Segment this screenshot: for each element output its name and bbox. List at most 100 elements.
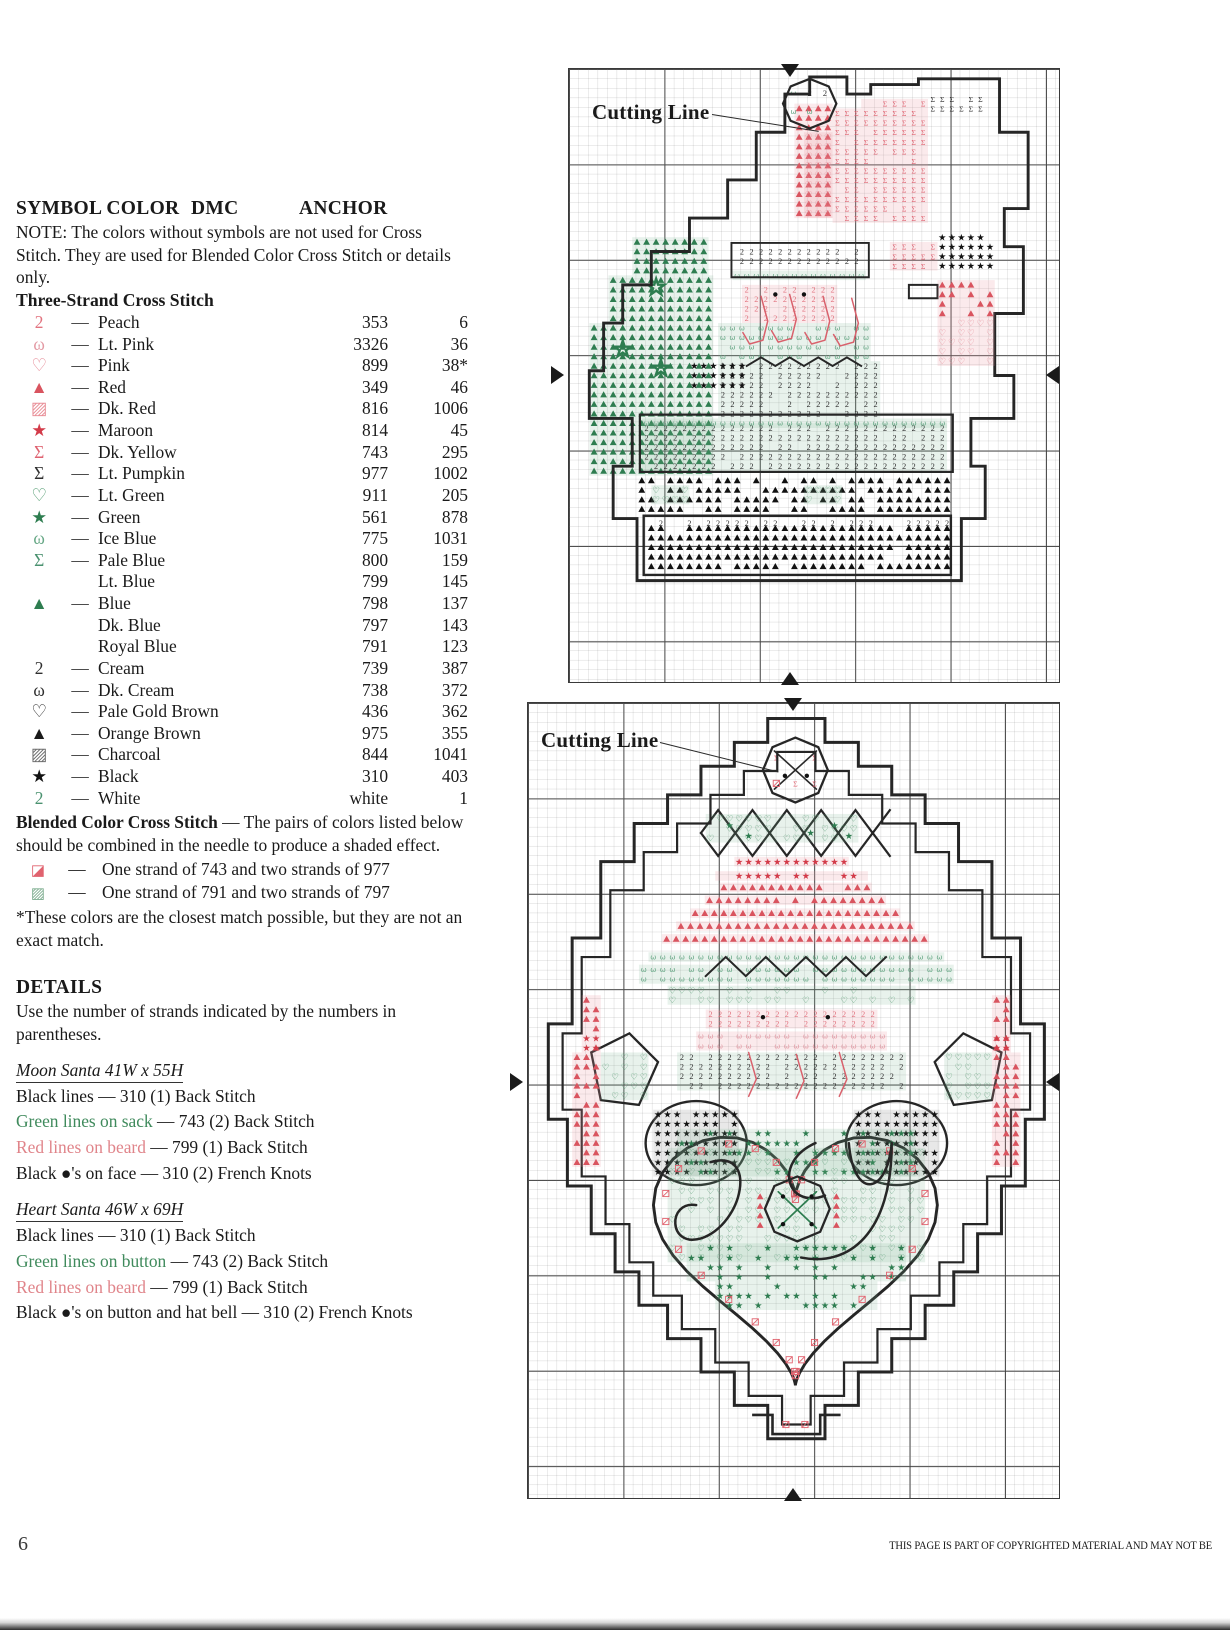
svg-text:♡: ♡ bbox=[986, 357, 994, 367]
svg-text:Σ: Σ bbox=[978, 95, 983, 104]
svg-text:★: ★ bbox=[725, 821, 733, 832]
svg-text:★: ★ bbox=[673, 1157, 681, 1168]
svg-text:★: ★ bbox=[811, 1262, 819, 1273]
svg-text:ω: ω bbox=[803, 1041, 809, 1050]
svg-text:♡: ♡ bbox=[802, 824, 810, 834]
heart-outline-symbol: ♡ bbox=[31, 701, 47, 722]
svg-text:♡: ♡ bbox=[840, 1158, 848, 1168]
svg-text:★: ★ bbox=[592, 1033, 600, 1044]
svg-text:2: 2 bbox=[664, 462, 668, 471]
svg-text:Σ: Σ bbox=[873, 109, 878, 118]
svg-text:★: ★ bbox=[663, 1110, 671, 1121]
svg-text:★: ★ bbox=[849, 1300, 857, 1311]
svg-text:ω: ω bbox=[812, 953, 818, 962]
svg-text:ω: ω bbox=[660, 965, 666, 974]
detail-line: Green lines on sack — 743 (2) Back Stitc… bbox=[16, 1110, 468, 1134]
svg-text:2: 2 bbox=[759, 443, 763, 452]
svg-text:♡: ♡ bbox=[783, 1234, 791, 1244]
svg-text:♡: ♡ bbox=[964, 1091, 972, 1101]
svg-text:★: ★ bbox=[830, 1291, 838, 1302]
svg-text:Σ: Σ bbox=[883, 100, 888, 109]
svg-text:Σ: Σ bbox=[930, 95, 935, 104]
svg-text:2: 2 bbox=[893, 433, 897, 442]
svg-text:♡: ♡ bbox=[859, 1187, 867, 1197]
svg-text:ω: ω bbox=[727, 965, 733, 974]
svg-text:Σ: Σ bbox=[845, 205, 850, 214]
color-name: White bbox=[97, 787, 141, 808]
svg-text:★: ★ bbox=[663, 1167, 671, 1178]
svg-text:★: ★ bbox=[764, 871, 772, 882]
svg-text:★: ★ bbox=[938, 242, 946, 253]
svg-text:♡: ♡ bbox=[640, 1063, 648, 1073]
svg-text:2: 2 bbox=[807, 424, 811, 433]
svg-text:Σ: Σ bbox=[921, 185, 926, 194]
svg-text:2: 2 bbox=[802, 314, 806, 323]
svg-text:★: ★ bbox=[907, 1148, 915, 1159]
svg-text:Σ: Σ bbox=[902, 147, 907, 156]
svg-text:♡: ♡ bbox=[821, 834, 829, 844]
svg-text:2: 2 bbox=[775, 1010, 779, 1019]
star-symbol: ★ bbox=[31, 766, 47, 786]
svg-text:★: ★ bbox=[690, 361, 698, 372]
svg-text:ω: ω bbox=[784, 974, 790, 983]
svg-text:2: 2 bbox=[721, 433, 725, 442]
svg-text:2: 2 bbox=[864, 462, 868, 471]
svg-text:★: ★ bbox=[711, 1138, 719, 1149]
svg-text:2: 2 bbox=[778, 443, 782, 452]
moon-center-arrow-top bbox=[781, 64, 799, 77]
svg-text:2: 2 bbox=[659, 519, 663, 528]
svg-text:♡: ♡ bbox=[831, 1254, 839, 1264]
svg-text:★: ★ bbox=[735, 1272, 743, 1283]
svg-text:2: 2 bbox=[749, 443, 753, 452]
svg-text:2: 2 bbox=[749, 257, 753, 266]
color-name: Pale Blue bbox=[97, 549, 166, 570]
svg-text:ω: ω bbox=[812, 1041, 818, 1050]
svg-text:ω: ω bbox=[936, 965, 942, 974]
svg-text:2: 2 bbox=[788, 400, 792, 409]
svg-text:ω: ω bbox=[879, 1032, 885, 1041]
svg-text:2: 2 bbox=[902, 443, 906, 452]
svg-text:★: ★ bbox=[830, 1148, 838, 1159]
svg-text:★: ★ bbox=[702, 1157, 710, 1168]
svg-text:2: 2 bbox=[854, 362, 858, 371]
svg-text:ω: ω bbox=[917, 953, 923, 962]
svg-text:2: 2 bbox=[861, 1010, 865, 1019]
svg-text:ω: ω bbox=[844, 419, 850, 428]
anchor-number: 372 bbox=[441, 679, 468, 700]
anchor-number: 137 bbox=[441, 593, 468, 613]
svg-text:♡: ♡ bbox=[945, 1053, 953, 1063]
svg-text:ω: ω bbox=[698, 1032, 704, 1041]
svg-text:2: 2 bbox=[871, 1053, 875, 1062]
color-name: Lt. Pink bbox=[97, 333, 155, 354]
svg-text:2: 2 bbox=[873, 462, 877, 471]
svg-text:ω: ω bbox=[822, 1032, 828, 1041]
svg-text:♡: ♡ bbox=[602, 1063, 610, 1073]
svg-text:Σ: Σ bbox=[921, 176, 926, 185]
svg-text:2: 2 bbox=[854, 381, 858, 390]
svg-text:2: 2 bbox=[912, 462, 916, 471]
svg-text:Σ: Σ bbox=[902, 109, 907, 118]
svg-text:ω: ω bbox=[860, 953, 866, 962]
copyright-notice: THIS PAGE IS PART OF COPYRIGHTED MATERIA… bbox=[889, 1540, 1212, 1552]
svg-text:ω: ω bbox=[790, 107, 796, 116]
svg-text:♡: ♡ bbox=[726, 1225, 734, 1235]
svg-text:2: 2 bbox=[826, 443, 830, 452]
svg-text:ω: ω bbox=[908, 974, 914, 983]
svg-text:2: 2 bbox=[842, 1020, 846, 1029]
svg-text:♡: ♡ bbox=[958, 348, 966, 358]
svg-text:♡: ♡ bbox=[878, 1254, 886, 1264]
svg-text:2: 2 bbox=[728, 1082, 732, 1091]
svg-text:ω: ω bbox=[701, 419, 707, 428]
svg-text:ω: ω bbox=[927, 974, 933, 983]
svg-text:★: ★ bbox=[840, 1167, 848, 1178]
svg-text:★: ★ bbox=[840, 1129, 848, 1140]
color-name: Dk. Yellow bbox=[97, 441, 177, 462]
svg-text:★: ★ bbox=[869, 1138, 877, 1149]
svg-text:★: ★ bbox=[792, 1253, 800, 1264]
svg-text:ω: ω bbox=[851, 965, 857, 974]
key-dash bbox=[62, 615, 98, 637]
svg-text:♡: ♡ bbox=[707, 1206, 715, 1216]
